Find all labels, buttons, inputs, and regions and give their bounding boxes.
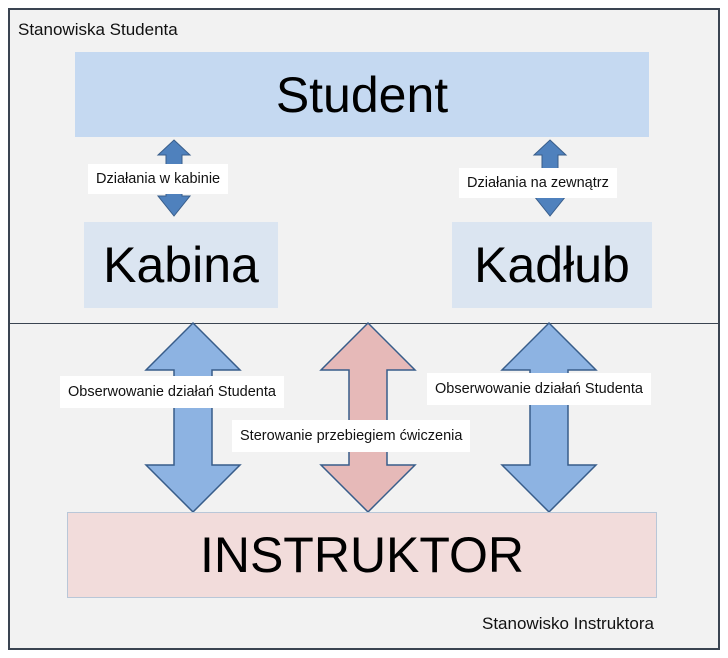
outside-actions-label: Działania na zewnątrz bbox=[459, 168, 617, 198]
big-arrow-right bbox=[500, 321, 598, 514]
kadlub-box: Kadłub bbox=[452, 222, 652, 308]
observe-student-right-label: Obserwowanie działań Studenta bbox=[427, 373, 651, 405]
cabin-actions-label: Działania w kabinie bbox=[88, 164, 229, 194]
big-arrow-left bbox=[144, 321, 242, 514]
instruktor-box: INSTRUKTOR bbox=[67, 512, 657, 598]
student-station-label: Stanowiska Studenta bbox=[18, 20, 178, 39]
kabina-box: Kabina bbox=[84, 222, 278, 308]
observe-student-left-label: Obserwowanie działań Studenta bbox=[60, 376, 284, 408]
control-exercise-label: Sterowanie przebiegiem ćwiczenia bbox=[232, 420, 471, 452]
instructor-station-label: Stanowisko Instruktora bbox=[482, 614, 654, 633]
big-arrow-center bbox=[319, 321, 417, 514]
student-box: Student bbox=[75, 52, 649, 137]
